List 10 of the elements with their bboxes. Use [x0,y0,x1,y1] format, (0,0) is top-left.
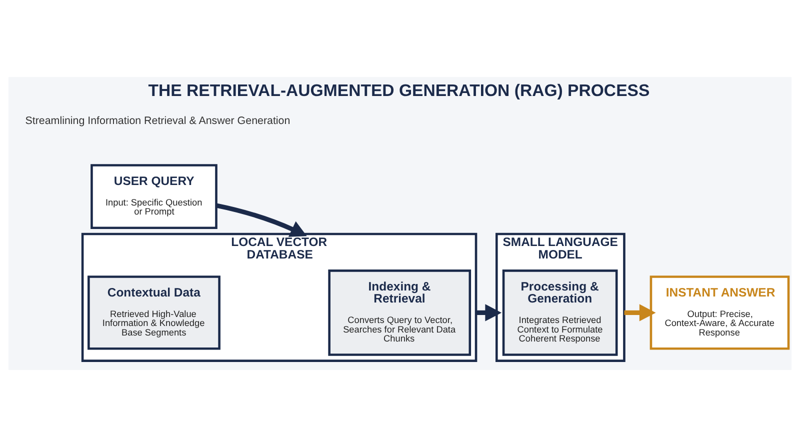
node-box: USER QUERY Input: Specific Question or Prompt [90,164,218,230]
diagram-title: THE RETRIEVAL-AUGMENTED GENERATION (RAG) PROCESS [148,80,650,100]
arrow [624,304,656,322]
node-box: INSTANT ANSWER Output: Precise, Context-Aware, & Accurate Response [650,276,790,350]
arrow [216,203,307,237]
label: Streamlining Information Retrieval & Answer Generation [25,114,290,127]
node-box: Contextual Data Retrieved High-Value Information & Knowledge Base Segments [88,276,220,350]
arrow [476,304,502,322]
node-box: Processing & Generation Integrates Retrieved Context to Formulate Coherent Response [502,270,618,356]
node-box: Indexing & Retrieval Converts Query to Vector, Searches for Relevant Data Chunks [328,270,472,356]
